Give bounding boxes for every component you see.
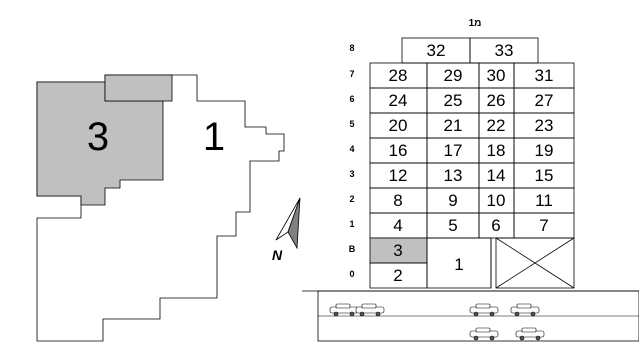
section-title: 1מ: [469, 18, 482, 29]
unit-label: 31: [535, 66, 554, 85]
floor-8-units: 32 33: [401, 37, 539, 64]
unit-grid: [369, 62, 575, 239]
car-icon: [510, 303, 540, 317]
site-top-strip: [104, 74, 173, 102]
ground-floors: 3 1 2: [369, 237, 575, 289]
unit-label: 18: [487, 141, 506, 160]
site-area-3-label: 3: [87, 115, 109, 159]
floor-label: 0: [349, 269, 354, 279]
floor-label: 1: [349, 219, 354, 229]
unit-label: 12: [389, 166, 408, 185]
unit-label: 25: [444, 91, 463, 110]
unit-label: 30: [487, 66, 506, 85]
floor-label: 4: [349, 144, 354, 154]
unit-label: 16: [389, 141, 408, 160]
unit-label: 32: [427, 41, 446, 60]
unit-label: 4: [393, 216, 402, 235]
unit-label: 27: [535, 91, 554, 110]
unit-label: 28: [389, 66, 408, 85]
unit-label: 22: [487, 116, 506, 135]
unit-label: 17: [444, 141, 463, 160]
unit-label: 23: [535, 116, 554, 135]
void-cell: [495, 237, 575, 289]
floor-label: 8: [349, 43, 354, 53]
car-icon: [355, 303, 385, 317]
car-icon: [515, 327, 545, 341]
unit-label: 13: [444, 166, 463, 185]
unit-label: 7: [539, 216, 548, 235]
unit-label: 21: [444, 116, 463, 135]
floor-labels: 8 7 6 5 4 3 2 1 B 0: [349, 43, 356, 279]
floor-label: 5: [349, 119, 354, 129]
unit-label: 24: [389, 91, 408, 110]
car-icons: [329, 303, 545, 341]
unit-label: 3: [393, 241, 402, 260]
north-arrow-icon: [275, 197, 301, 250]
unit-label: 26: [487, 91, 506, 110]
unit-cell-shaded: [369, 237, 428, 264]
floor-label: B: [349, 244, 356, 254]
unit-label: 6: [491, 216, 500, 235]
floor-label: 2: [349, 194, 354, 204]
unit-label: 19: [535, 141, 554, 160]
car-icon: [469, 303, 499, 317]
north-label: N: [272, 247, 283, 263]
unit-label: 29: [444, 66, 463, 85]
floor-label: 6: [349, 94, 354, 104]
unit-label: 15: [535, 166, 554, 185]
floor-label: 3: [349, 169, 354, 179]
site-area-1-label: 1: [203, 115, 225, 159]
car-icon: [329, 303, 359, 317]
unit-labels: 28 29 30 31 24 25 26 27 20 21 22 23 16 1…: [389, 66, 554, 235]
unit-label: 2: [393, 266, 402, 285]
car-icon: [469, 327, 499, 341]
unit-label: 1: [454, 255, 463, 274]
unit-label: 5: [448, 216, 457, 235]
floor-label: 7: [349, 69, 354, 79]
unit-label: 11: [535, 191, 553, 210]
unit-label: 33: [495, 41, 514, 60]
unit-label: 8: [393, 191, 402, 210]
unit-label: 14: [487, 166, 506, 185]
unit-label: 10: [487, 191, 506, 210]
unit-label: 9: [448, 191, 457, 210]
unit-label: 20: [389, 116, 408, 135]
